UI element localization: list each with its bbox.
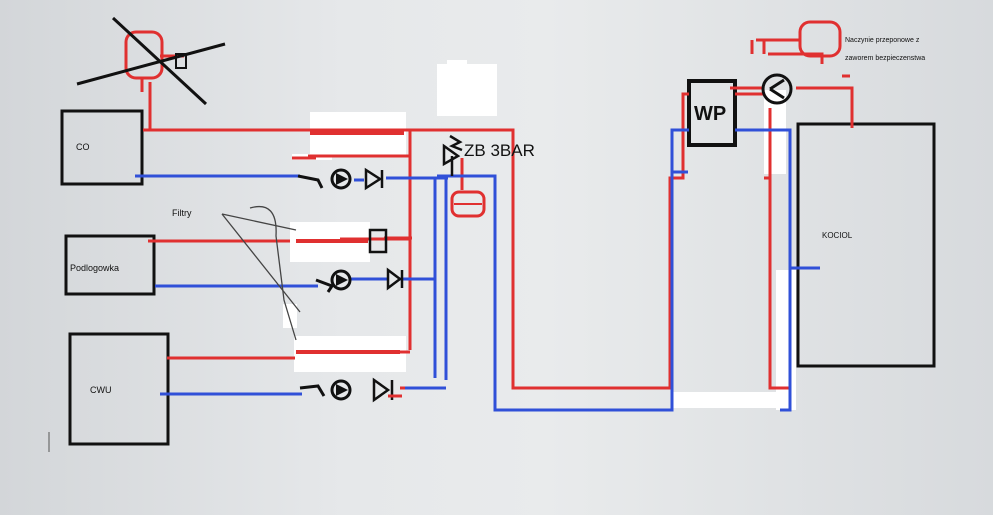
mixing-valve-icon (368, 228, 388, 254)
safety-valve-label: ZB 3BAR (464, 141, 535, 160)
filter-icon (315, 278, 335, 293)
wp-label: WP (694, 103, 726, 125)
co-box (60, 109, 144, 186)
pump-row-podlogowka (315, 267, 404, 293)
wp-box (687, 79, 737, 147)
diaphragm-vessel-icon (798, 20, 842, 58)
check-valve-icon (364, 167, 384, 191)
pump-icon (330, 269, 352, 291)
return-pipes (135, 128, 820, 412)
cwu-box (68, 332, 170, 446)
pump-icon (330, 168, 352, 190)
filtry-label: Filtry (172, 208, 192, 218)
pump-arrow-icon (336, 274, 348, 286)
cwu-label: CWU (90, 385, 112, 395)
supply-highlights (296, 131, 404, 354)
kociol-label: KOCIOL (822, 231, 853, 240)
safety-valve-icon (442, 134, 463, 176)
boiler-pump-icon (761, 73, 793, 105)
kociol-box (796, 122, 936, 368)
supply-pipes (143, 38, 854, 390)
naczynie-label-line2: zaworem bezpieczenstwa (845, 55, 925, 62)
co-label: CO (76, 142, 90, 152)
filter-icon (297, 174, 324, 189)
pump-row-cwu (299, 377, 402, 403)
check-valve-icon (386, 267, 404, 291)
podlogowka-label: Podlogowka (70, 263, 119, 273)
filter-pointer-lines (221, 206, 301, 341)
filter-icon (299, 384, 326, 397)
pump-icon (330, 379, 352, 401)
pump-arrow-icon (336, 173, 348, 185)
podlogowka-box (64, 234, 156, 296)
expansion-vessel-icon (450, 190, 486, 218)
crossed-out-vessel-icon (76, 16, 226, 106)
pump-arrow-icon (336, 384, 348, 396)
pump-row-co (297, 167, 384, 191)
naczynie-label-line1: Naczynie przeponowe z (845, 37, 920, 44)
